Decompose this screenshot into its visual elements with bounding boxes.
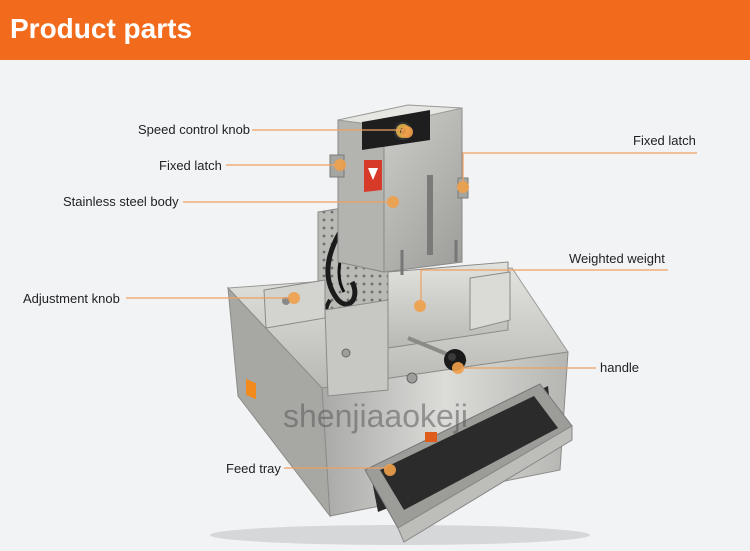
callout-stainless-steel-body: Stainless steel body (63, 194, 179, 209)
callout-speed-control-knob: Speed control knob (138, 122, 251, 137)
title-banner: Product parts (0, 0, 750, 60)
callout-feed-tray: Feed tray (226, 461, 281, 476)
callout-fixed-latch-right: Fixed latch (633, 133, 696, 148)
callout-adjustment-knob: Adjustment knob (23, 291, 120, 306)
callout-fixed-latch-left: Fixed latch (159, 158, 222, 173)
callout-handle: handle (600, 360, 640, 375)
page-title: Product parts (10, 13, 193, 44)
callout-markers (288, 126, 469, 476)
watermark: shenjiaaokeji (283, 398, 469, 434)
leader-lines (126, 129, 697, 469)
callout-weighted-weight: Weighted weight (569, 251, 665, 266)
